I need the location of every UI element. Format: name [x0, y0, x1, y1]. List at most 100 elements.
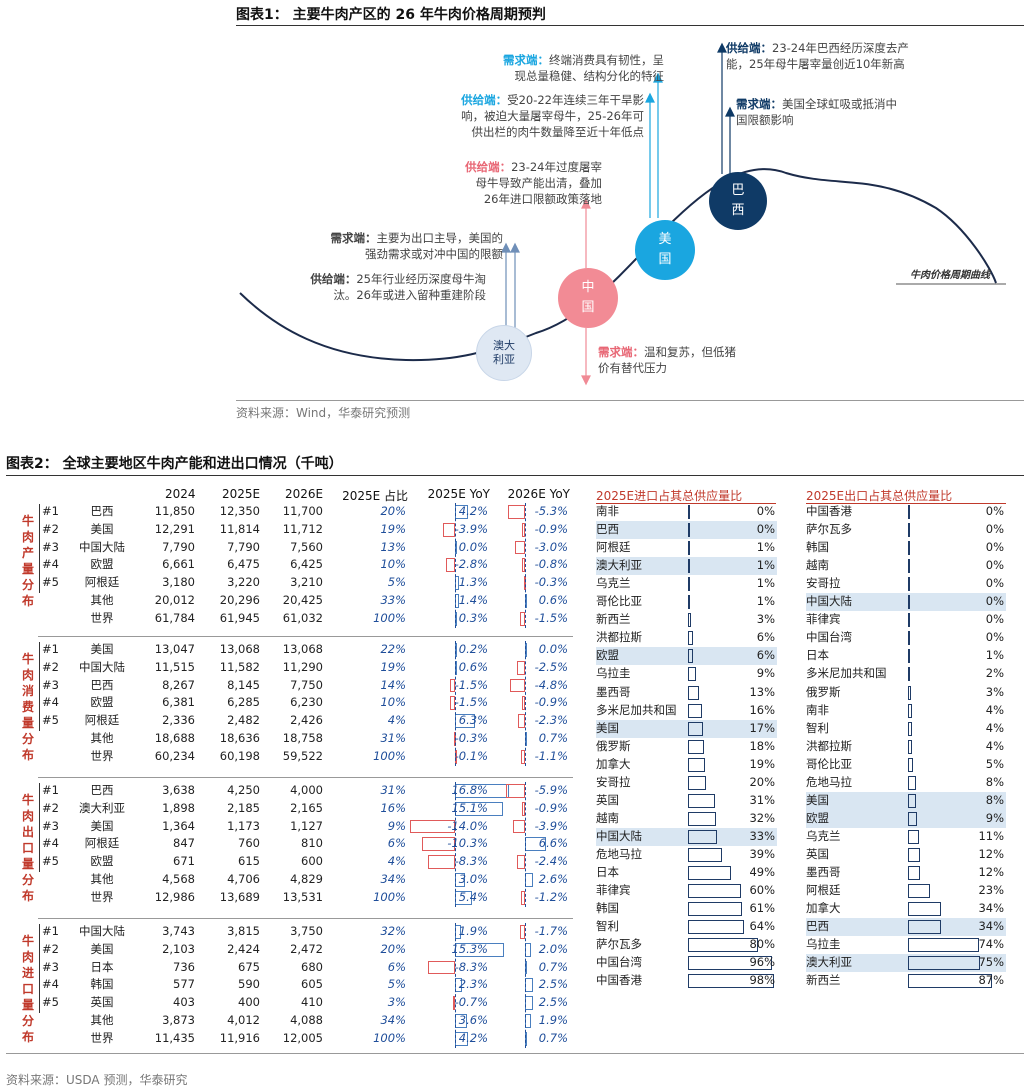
br-supply-l1: 23-24年巴西经历深度去产	[772, 41, 909, 55]
rank-cell: #3	[42, 539, 59, 554]
cn-supply-l1: 23-24年过度屠宰	[511, 160, 602, 174]
yoy-value-cell: -8.3%	[454, 959, 488, 974]
yoy-value-cell: 4.2%	[458, 504, 488, 518]
yoy-value-cell: -1.5%	[454, 695, 488, 710]
share-bar	[908, 703, 912, 718]
node-usa-l1: 美	[658, 232, 672, 247]
value-2025-cell: 2,185	[227, 800, 260, 815]
region-cell: 英国	[90, 995, 114, 1010]
value-2026-cell: 4,829	[290, 872, 323, 886]
yoy-bar	[509, 678, 525, 693]
region-cell: 欧盟	[90, 854, 114, 869]
highlight-row	[806, 593, 1006, 612]
share-pct: 0%	[985, 576, 1004, 591]
share-cell: 100%	[373, 889, 406, 904]
value-2024-cell: 1,898	[162, 800, 195, 815]
yoy-value-cell: 0.2%	[458, 642, 488, 656]
import-title-rule	[596, 503, 776, 504]
share-bar	[688, 505, 690, 520]
region-cell: 美国	[90, 521, 114, 536]
section-label-char: 分	[21, 1014, 34, 1028]
figure1-bottom-rule	[236, 400, 1024, 401]
value-2024-cell: 11,435	[154, 1030, 195, 1045]
rank-cell: #4	[42, 977, 59, 992]
rank-cell: #1	[42, 783, 59, 797]
region-cell: 美国	[90, 941, 114, 956]
cn-supply-l3: 26年进口限额政策落地	[483, 192, 602, 206]
share-bar	[908, 505, 910, 520]
section-label-char: 口	[21, 841, 34, 855]
yoy-value-cell: 15.3%	[451, 941, 488, 956]
value-2025-cell: 4,250	[227, 783, 260, 797]
share-cell: 100%	[373, 1030, 406, 1045]
yoy-value-cell: 2.0%	[538, 941, 568, 956]
value-2026-cell: 13,068	[282, 642, 323, 656]
value-2026-cell: 59,522	[282, 748, 323, 763]
yoy-bar	[522, 801, 525, 816]
us-demand-l2: 现总量稳健、结构分化的特征	[514, 69, 665, 83]
value-2024-cell: 2,336	[162, 713, 195, 728]
yoy-value-cell: 0.0%	[458, 539, 488, 554]
value-2025-cell: 2,424	[227, 941, 260, 956]
section-label-char: 出	[21, 825, 34, 839]
share-bar	[908, 811, 917, 826]
region-cell: 阿根廷	[84, 836, 120, 851]
cn-supply-note: 供给端：23-24年过度屠宰 母牛导致产能出清，叠加 26年进口限额政策落地	[465, 159, 602, 207]
yoy-value-cell: -0.9%	[534, 695, 568, 710]
share-bar	[688, 829, 718, 844]
yoy-bar	[452, 996, 455, 1010]
section-label-char: 量	[21, 998, 34, 1012]
share-pct: 74%	[978, 937, 1004, 952]
yoy-value-cell: 16.8%	[451, 783, 488, 797]
country-name: 日本	[806, 648, 829, 663]
section-label-char: 口	[21, 982, 34, 996]
country-name: 中国香港	[806, 504, 852, 518]
country-name: 韩国	[806, 540, 829, 555]
usa-arrows	[645, 72, 663, 218]
share-bar	[688, 866, 732, 881]
value-2024-cell: 577	[173, 977, 195, 992]
share-pct: 31%	[749, 792, 775, 807]
share-pct: 9%	[756, 666, 775, 681]
share-pct: 16%	[749, 702, 775, 717]
share-pct: 1%	[756, 594, 775, 609]
yoy-value-cell: 0.6%	[538, 593, 568, 607]
country-name: 欧盟	[596, 648, 619, 663]
country-name: 俄罗斯	[806, 684, 841, 699]
share-bar	[908, 739, 912, 754]
rank-cell: #4	[42, 695, 59, 710]
highlight-row	[806, 918, 1006, 937]
yoy-value-cell: 3.6%	[458, 1013, 488, 1027]
country-name: 越南	[806, 558, 829, 573]
share-bar	[908, 775, 916, 790]
share-pct: 4%	[985, 720, 1004, 735]
share-bar	[688, 685, 700, 700]
yoy-value-cell: -1.2%	[534, 889, 568, 904]
share-cell: 14%	[380, 677, 406, 692]
value-2025-cell: 6,475	[227, 557, 260, 572]
yoy-value-cell: -0.9%	[534, 521, 568, 536]
region-cell: 世界	[90, 610, 114, 625]
country-name: 乌克兰	[806, 828, 841, 843]
yoy26-axis	[525, 923, 526, 1048]
share-bar	[688, 902, 742, 917]
share-pct: 0%	[756, 522, 775, 537]
share-bar	[908, 667, 910, 682]
us-supply-note: 供给端：受20-22年连续三年干旱影 响，被迫大量屠宰母牛，25-26年可 供出…	[461, 92, 644, 140]
share-bar	[688, 667, 696, 682]
rank-cell: #1	[42, 504, 59, 518]
yoy-value-cell: -5.9%	[534, 783, 568, 797]
yoy-bar	[517, 714, 525, 728]
yoy25-axis	[455, 503, 456, 628]
yoy-bar	[519, 925, 525, 939]
share-bar	[908, 829, 919, 844]
country-name: 多米尼加共和国	[806, 666, 887, 681]
yoy-value-cell: -1.5%	[454, 677, 488, 692]
hdr-2026e: 2026E	[285, 487, 324, 501]
share-pct: 3%	[985, 684, 1004, 699]
yoy-bar	[508, 505, 525, 519]
br-demand-l2: 国限额影响	[736, 113, 794, 127]
share-pct: 1%	[756, 576, 775, 591]
share-cell: 31%	[380, 731, 406, 745]
section-label-char: 布	[21, 1030, 34, 1044]
